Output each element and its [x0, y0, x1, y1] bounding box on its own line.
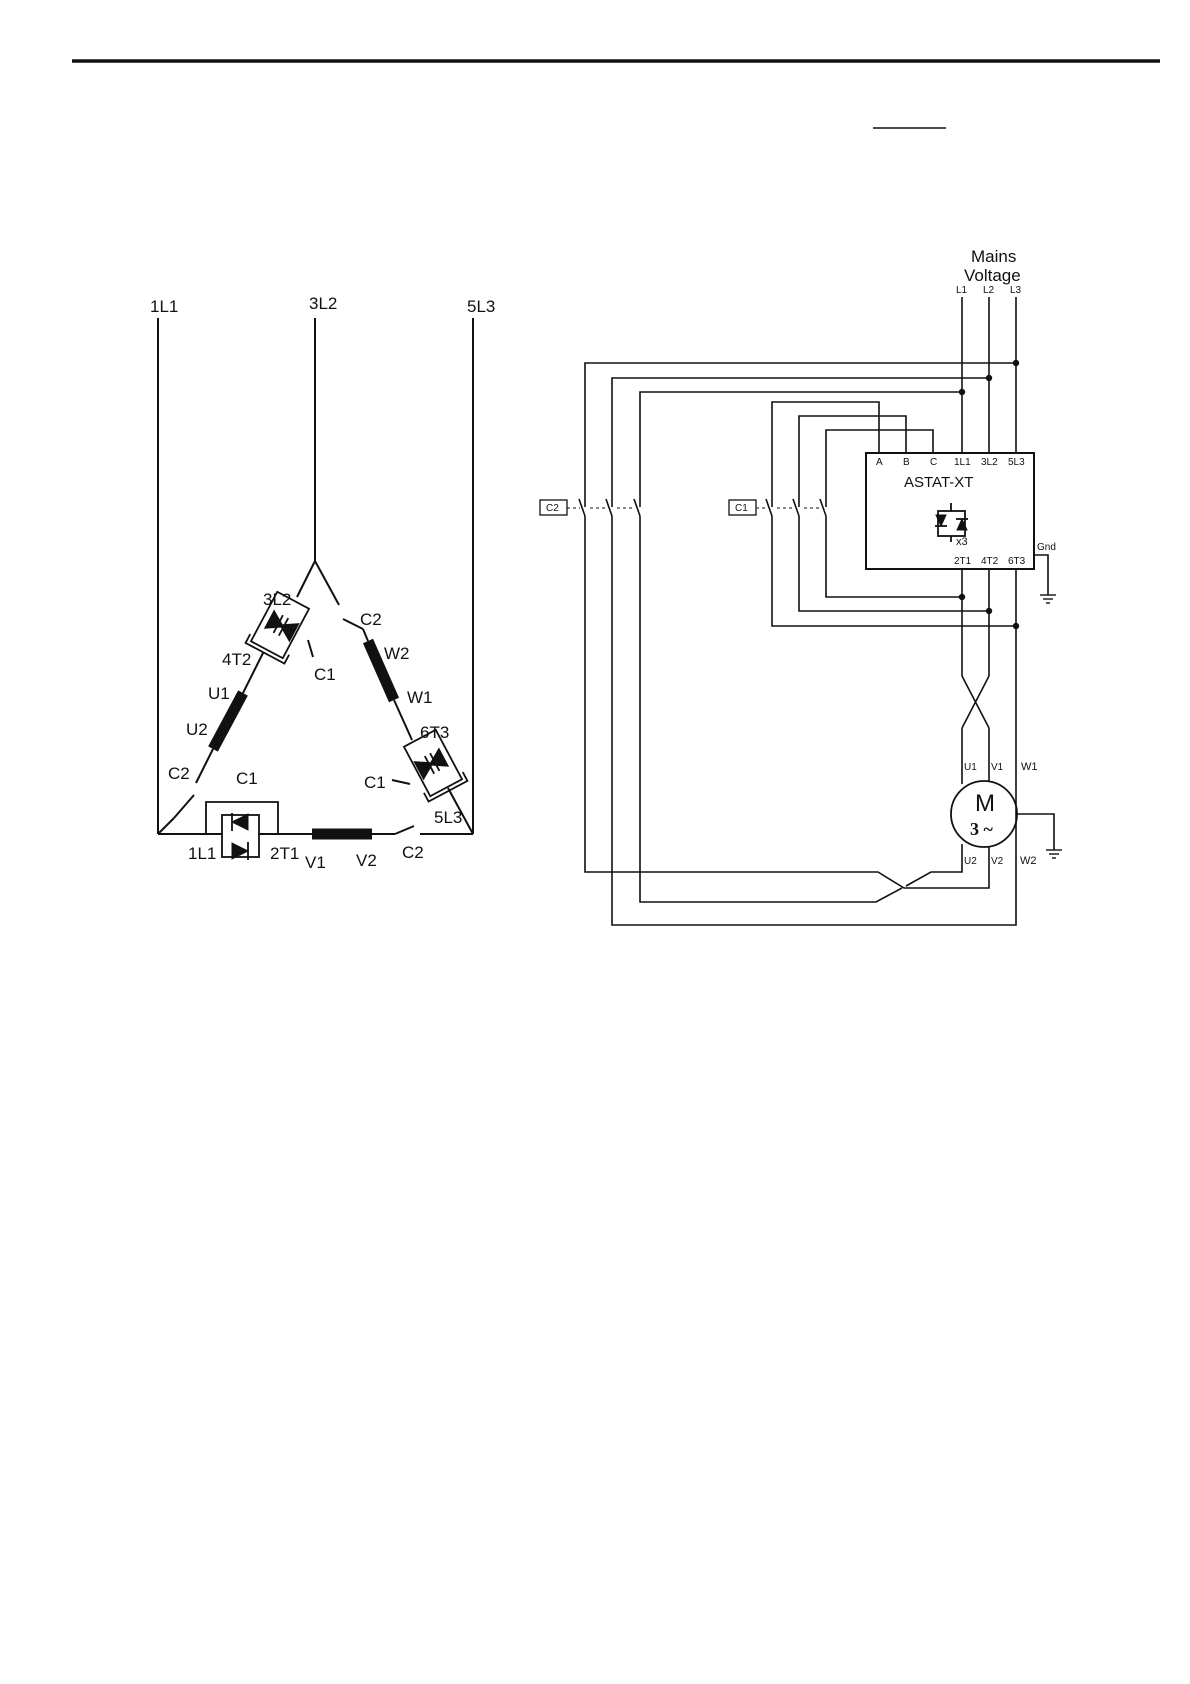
c2-contact-left — [174, 795, 194, 818]
ground-icon — [1040, 595, 1056, 603]
motor-terminal-w1: W1 — [1021, 761, 1038, 773]
c2-label-top-right: C2 — [360, 610, 382, 629]
phase-l2-label: L2 — [983, 285, 995, 296]
scr-bottom-terminal-label: 2T1 — [270, 844, 299, 863]
delta-diagram: 1L1 3L2 5L3 3L2 4T2 C1 U1 U2 C2 — [150, 294, 495, 872]
scr-bottom-line-label: 1L1 — [188, 844, 216, 863]
c1-contact — [820, 499, 826, 516]
motor-ground-wire — [1017, 814, 1054, 850]
motor-phases: 3 ~ — [970, 819, 994, 839]
unit-thyristor-count: x3 — [956, 536, 968, 548]
unit-terminal-b: B — [903, 457, 910, 468]
motor-ground-icon — [1046, 850, 1062, 858]
winding-w2-label: W2 — [384, 644, 410, 663]
c1-contactor-label: C1 — [735, 503, 748, 514]
wire — [158, 818, 174, 834]
winding-v1-label: V1 — [305, 853, 326, 872]
scr-bottom-c1-label: C1 — [236, 769, 258, 788]
c2-label-bottom: C2 — [402, 843, 424, 862]
unit-terminal-2t1: 2T1 — [954, 556, 972, 567]
unit-terminal-5l3: 5L3 — [1008, 457, 1025, 468]
motor-symbol: M — [975, 790, 995, 817]
ground-label: Gnd — [1037, 542, 1056, 553]
phase-l1-label: L1 — [956, 285, 968, 296]
scr-pair-bottom — [206, 802, 278, 860]
motor-terminal-v2: V2 — [991, 856, 1004, 867]
scr-right-line-label: 5L3 — [434, 808, 462, 827]
motor-terminal-u1: U1 — [964, 762, 977, 773]
astat-wiring-diagram: Mains Voltage L1 L2 L3 C2 — [540, 247, 1062, 925]
phase-l3-label: L3 — [1010, 285, 1022, 296]
c1-contact — [793, 499, 799, 516]
c2-label-left: C2 — [168, 764, 190, 783]
motor-terminal-w2: W2 — [1020, 855, 1037, 867]
mains-title-line1: Mains — [971, 247, 1016, 266]
c2-contact — [606, 499, 612, 516]
wire — [315, 561, 339, 605]
winding-u1-label: U1 — [208, 684, 230, 703]
unit-terminal-3l2: 3L2 — [981, 457, 998, 468]
c2-contact-bottom — [395, 826, 414, 834]
scr-top-terminal-label: 4T2 — [222, 650, 251, 669]
winding-v2-label: V2 — [356, 851, 377, 870]
ground-wire — [1034, 555, 1048, 595]
c2-out-to-u2-a — [640, 516, 902, 902]
c2-contactor-label: C2 — [546, 503, 559, 514]
scr-right-c1-label: C1 — [364, 773, 386, 792]
wire — [196, 749, 213, 783]
c2-out-to-w2 — [612, 516, 1016, 925]
unit-terminal-6t3: 6T3 — [1008, 556, 1026, 567]
scr-top-c1-label: C1 — [314, 665, 336, 684]
winding-w1-label: W1 — [407, 688, 433, 707]
unit-name: ASTAT-XT — [904, 474, 973, 491]
motor-terminal-v1: V1 — [991, 762, 1004, 773]
c1-contact-top — [308, 640, 313, 657]
line-1l1-label: 1L1 — [150, 297, 178, 316]
unit-terminal-4t2: 4T2 — [981, 556, 999, 567]
winding-u2-label: U2 — [186, 720, 208, 739]
c2-out-to-u2-b — [906, 852, 962, 886]
unit-terminal-a: A — [876, 457, 883, 468]
c2-contact — [634, 499, 640, 516]
c2-out-to-v2 — [585, 516, 989, 888]
unit-terminal-1l1: 1L1 — [954, 457, 971, 468]
mains-title-line2: Voltage — [964, 266, 1021, 285]
c1-contact-right — [392, 780, 410, 784]
scr-right-terminal-label: 6T3 — [420, 723, 449, 742]
wire — [297, 561, 315, 597]
line-5l3-label: 5L3 — [467, 297, 495, 316]
line-3l2-label: 3L2 — [309, 294, 337, 313]
scr-top-line-label: 3L2 — [263, 590, 291, 609]
c1-contact — [766, 499, 772, 516]
unit-terminal-c: C — [930, 457, 937, 468]
wire — [363, 629, 368, 641]
motor-terminal-u2: U2 — [964, 856, 977, 867]
